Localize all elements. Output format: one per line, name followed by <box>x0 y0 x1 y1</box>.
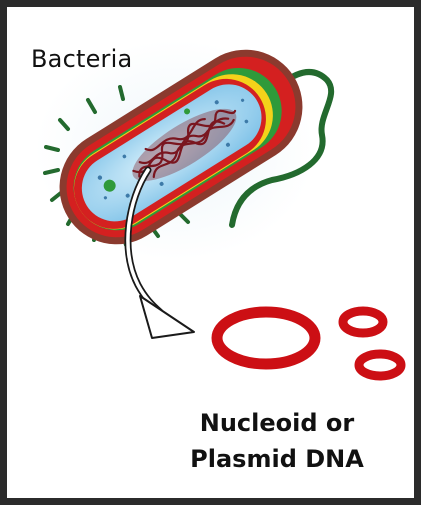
caption-line-1: Nucleoid or <box>157 405 397 441</box>
diagram-title: Bacteria <box>31 45 132 73</box>
plasmid-caption: Nucleoid or Plasmid DNA <box>157 405 397 477</box>
caption-line-2: Plasmid DNA <box>157 441 397 477</box>
plasmid-ring-small-top <box>343 311 383 333</box>
plasmid-ring-small-bottom <box>359 354 401 376</box>
plasmid-ring-large <box>217 312 315 364</box>
diagram-panel: Bacteria Nucleoid or Plasmid DNA <box>7 7 414 498</box>
